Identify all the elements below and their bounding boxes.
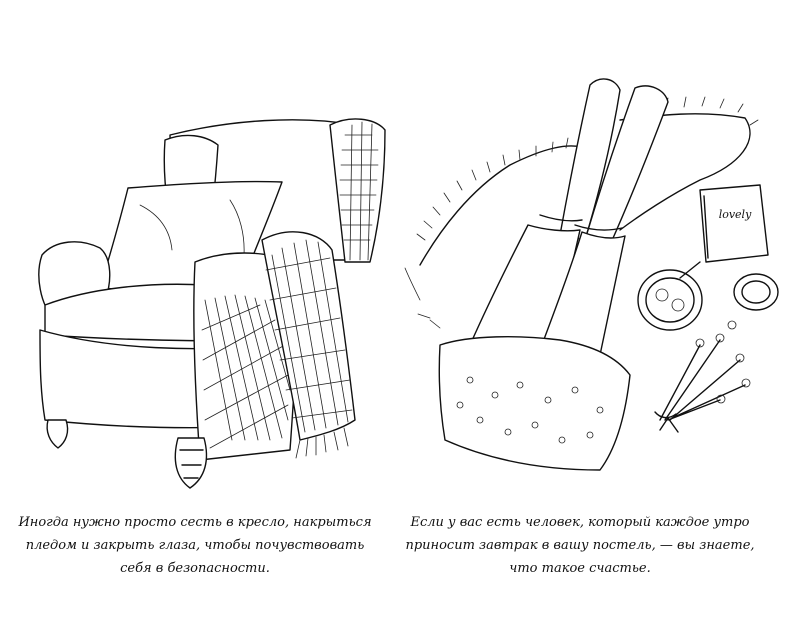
left-caption-line: пледом и закрыть глаза, чтобы почувствов… — [25, 538, 365, 553]
left-caption-line: Иногда нужно просто сесть в кресло, накр… — [18, 515, 372, 530]
right-caption-line: Если у вас есть человек, который каждое … — [410, 515, 750, 530]
armchair-illustration — [38, 118, 386, 489]
book — [699, 184, 769, 263]
book-title: lovely — [719, 208, 752, 221]
cup — [733, 273, 779, 311]
flower-bouquet — [654, 320, 751, 433]
bowl — [637, 261, 703, 331]
left-caption-line: себя в безопасности. — [120, 561, 270, 576]
breakfast-in-bed-illustration: lovely — [404, 78, 779, 471]
left-caption: Иногда нужно просто сесть в кресло, накр… — [15, 511, 375, 580]
right-caption-line: что такое счастье. — [509, 561, 651, 576]
right-caption: Если у вас есть человек, который каждое … — [400, 511, 760, 580]
right-caption-line: приносит завтрак в вашу постель, — вы зн… — [405, 538, 755, 553]
